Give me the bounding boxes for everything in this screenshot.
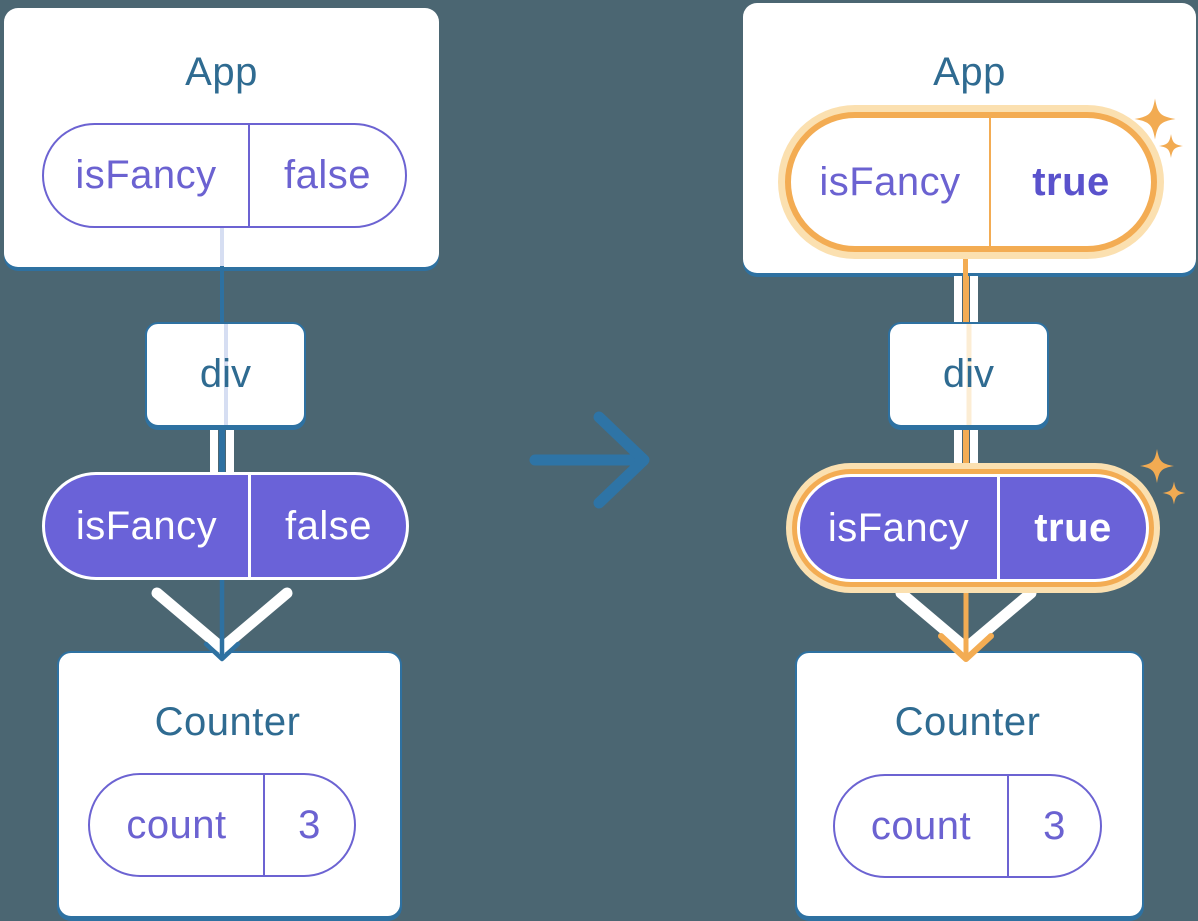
app-title-before: App [185,50,258,94]
pill-value-label: true [1032,159,1110,204]
div-box-after: div [888,322,1049,427]
edge-app-to-div-before [220,266,224,324]
prop-arrow-icon-after [895,574,1037,662]
prop-flow-div-to-pill-before [210,426,234,473]
pill-value-label: false [284,153,371,197]
sparkle-icon [1134,98,1183,158]
pill-value-label: 3 [1043,803,1066,848]
pill-value-label: 3 [298,802,321,847]
app-title-after: App [933,50,1006,94]
state-trace-through-div-after [966,324,971,425]
pill-key-label: count [90,775,265,875]
app-state-pill-before: isFancy false [42,123,407,228]
counter-state-pill-before: count 3 [88,773,356,877]
pill-value-label: true [1034,505,1112,550]
passed-prop-pill-after: isFancy true [797,474,1149,582]
pill-key-label: count [835,776,1009,876]
state-trace-through-div-before [223,324,228,425]
pill-key-label: isFancy [791,118,991,246]
sparkle-icon [1140,449,1186,505]
prop-flow-app-to-div-after [954,276,978,322]
counter-title-after: Counter [894,700,1041,744]
div-box-before: div [145,322,306,427]
pill-value-label: false [285,503,372,548]
right-arrow-icon [529,411,650,509]
div-label: div [199,352,252,396]
counter-state-pill-after: count 3 [833,774,1102,878]
state-trace-line-before [220,222,224,268]
app-state-pill-after: isFancy true [785,112,1157,252]
state-trace-line-after [963,240,968,276]
prop-arrow-icon-before [151,572,293,662]
passed-prop-pill-before: isFancy false [42,472,409,580]
pill-key-label: isFancy [45,475,251,577]
counter-title-before: Counter [154,700,301,744]
pill-key-label: isFancy [800,477,1000,579]
prop-flow-div-to-pill-after [954,426,978,474]
pill-key-label: isFancy [44,125,250,226]
div-label: div [942,352,995,396]
